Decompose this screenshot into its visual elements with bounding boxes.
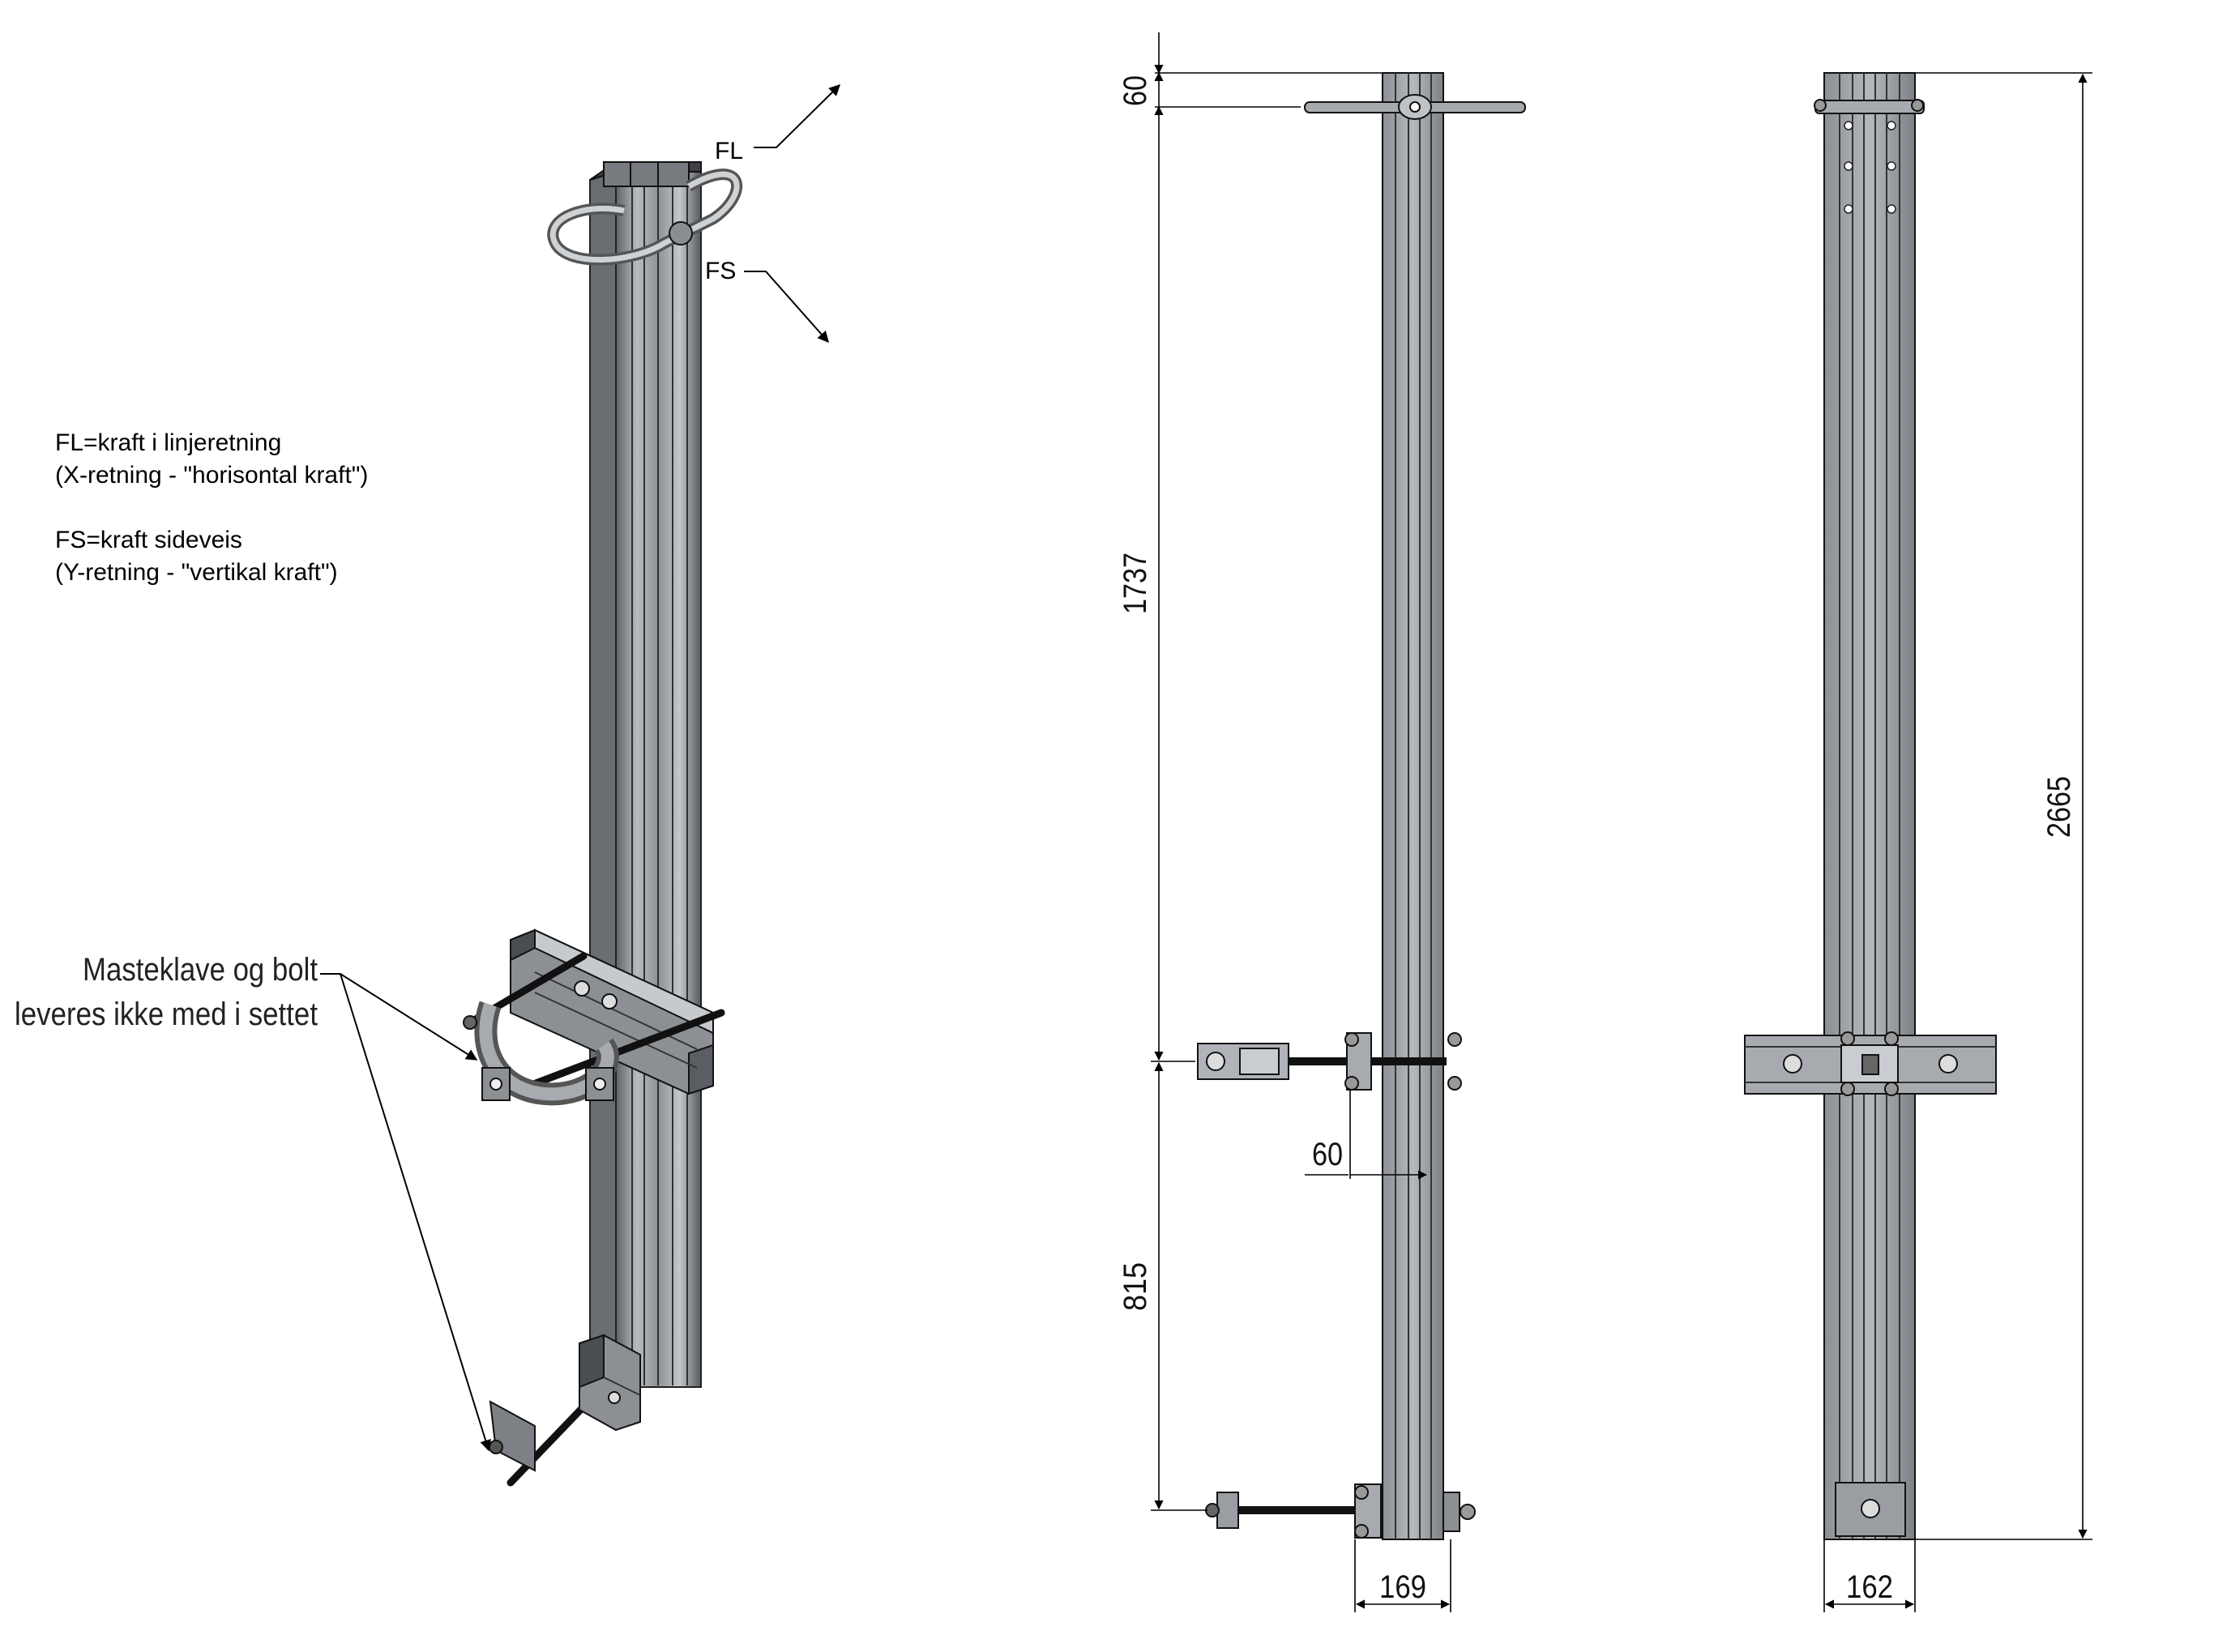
side-dimensions	[1151, 32, 1451, 1612]
callout: Masteklave og bolt leveres ikke med i se…	[15, 952, 491, 1452]
legend-line-4: (Y-retning - "vertikal kraft")	[55, 559, 338, 586]
force-arrows: FL FS	[705, 84, 840, 344]
dim-side-width: 169	[1379, 1569, 1426, 1605]
front-post	[1823, 72, 1916, 1540]
callout-line-2: leveres ikke med i settet	[15, 997, 318, 1032]
front-holes	[1844, 121, 1896, 214]
fs-label: FS	[705, 258, 736, 284]
front-top-bracket	[1814, 99, 1925, 114]
post-grooves	[631, 174, 688, 1385]
post-face-left	[589, 170, 617, 1402]
side-top-bar	[1304, 94, 1526, 120]
legend-line-3: FS=kraft sideveis	[55, 527, 242, 553]
front-bottom-plate	[1835, 1482, 1906, 1537]
fl-arrow	[754, 84, 840, 148]
dim-lower-span: 815	[1118, 1262, 1153, 1311]
dim-top-offset: 60	[1118, 75, 1153, 106]
callout-leader-2	[340, 973, 491, 1452]
front-clamp-beam	[1744, 1031, 1997, 1096]
bottom-clamp-block	[579, 1334, 641, 1432]
isometric-view	[463, 161, 743, 1487]
bottom-plate	[489, 1400, 536, 1472]
dim-upper-span: 1737	[1118, 553, 1153, 614]
front-view: 2665 162	[1744, 72, 2092, 1612]
pipe-clamp	[463, 1001, 619, 1106]
callout-line-1: Masteklave og bolt	[83, 952, 318, 988]
side-bottom-bolt	[1205, 1483, 1476, 1539]
front-dimensions	[1823, 72, 2092, 1612]
side-post	[1382, 72, 1444, 1540]
fl-label: FL	[715, 138, 743, 164]
dim-total-height: 2665	[2041, 776, 2077, 838]
legend-line-1: FL=kraft i linjeretning	[55, 429, 281, 456]
side-middle-bolt	[1197, 1032, 1462, 1091]
force-legend: FL=kraft i linjeretning (X-retning - "ho…	[55, 429, 368, 586]
side-view: 60 1737 815 60 169	[1118, 32, 1526, 1612]
legend-line-2: (X-retning - "horisontal kraft")	[55, 462, 368, 489]
fs-arrow	[744, 271, 829, 344]
dim-front-width: 162	[1846, 1569, 1893, 1605]
dim-bolt-offset: 60	[1312, 1137, 1343, 1172]
top-u-bolt	[547, 169, 743, 266]
